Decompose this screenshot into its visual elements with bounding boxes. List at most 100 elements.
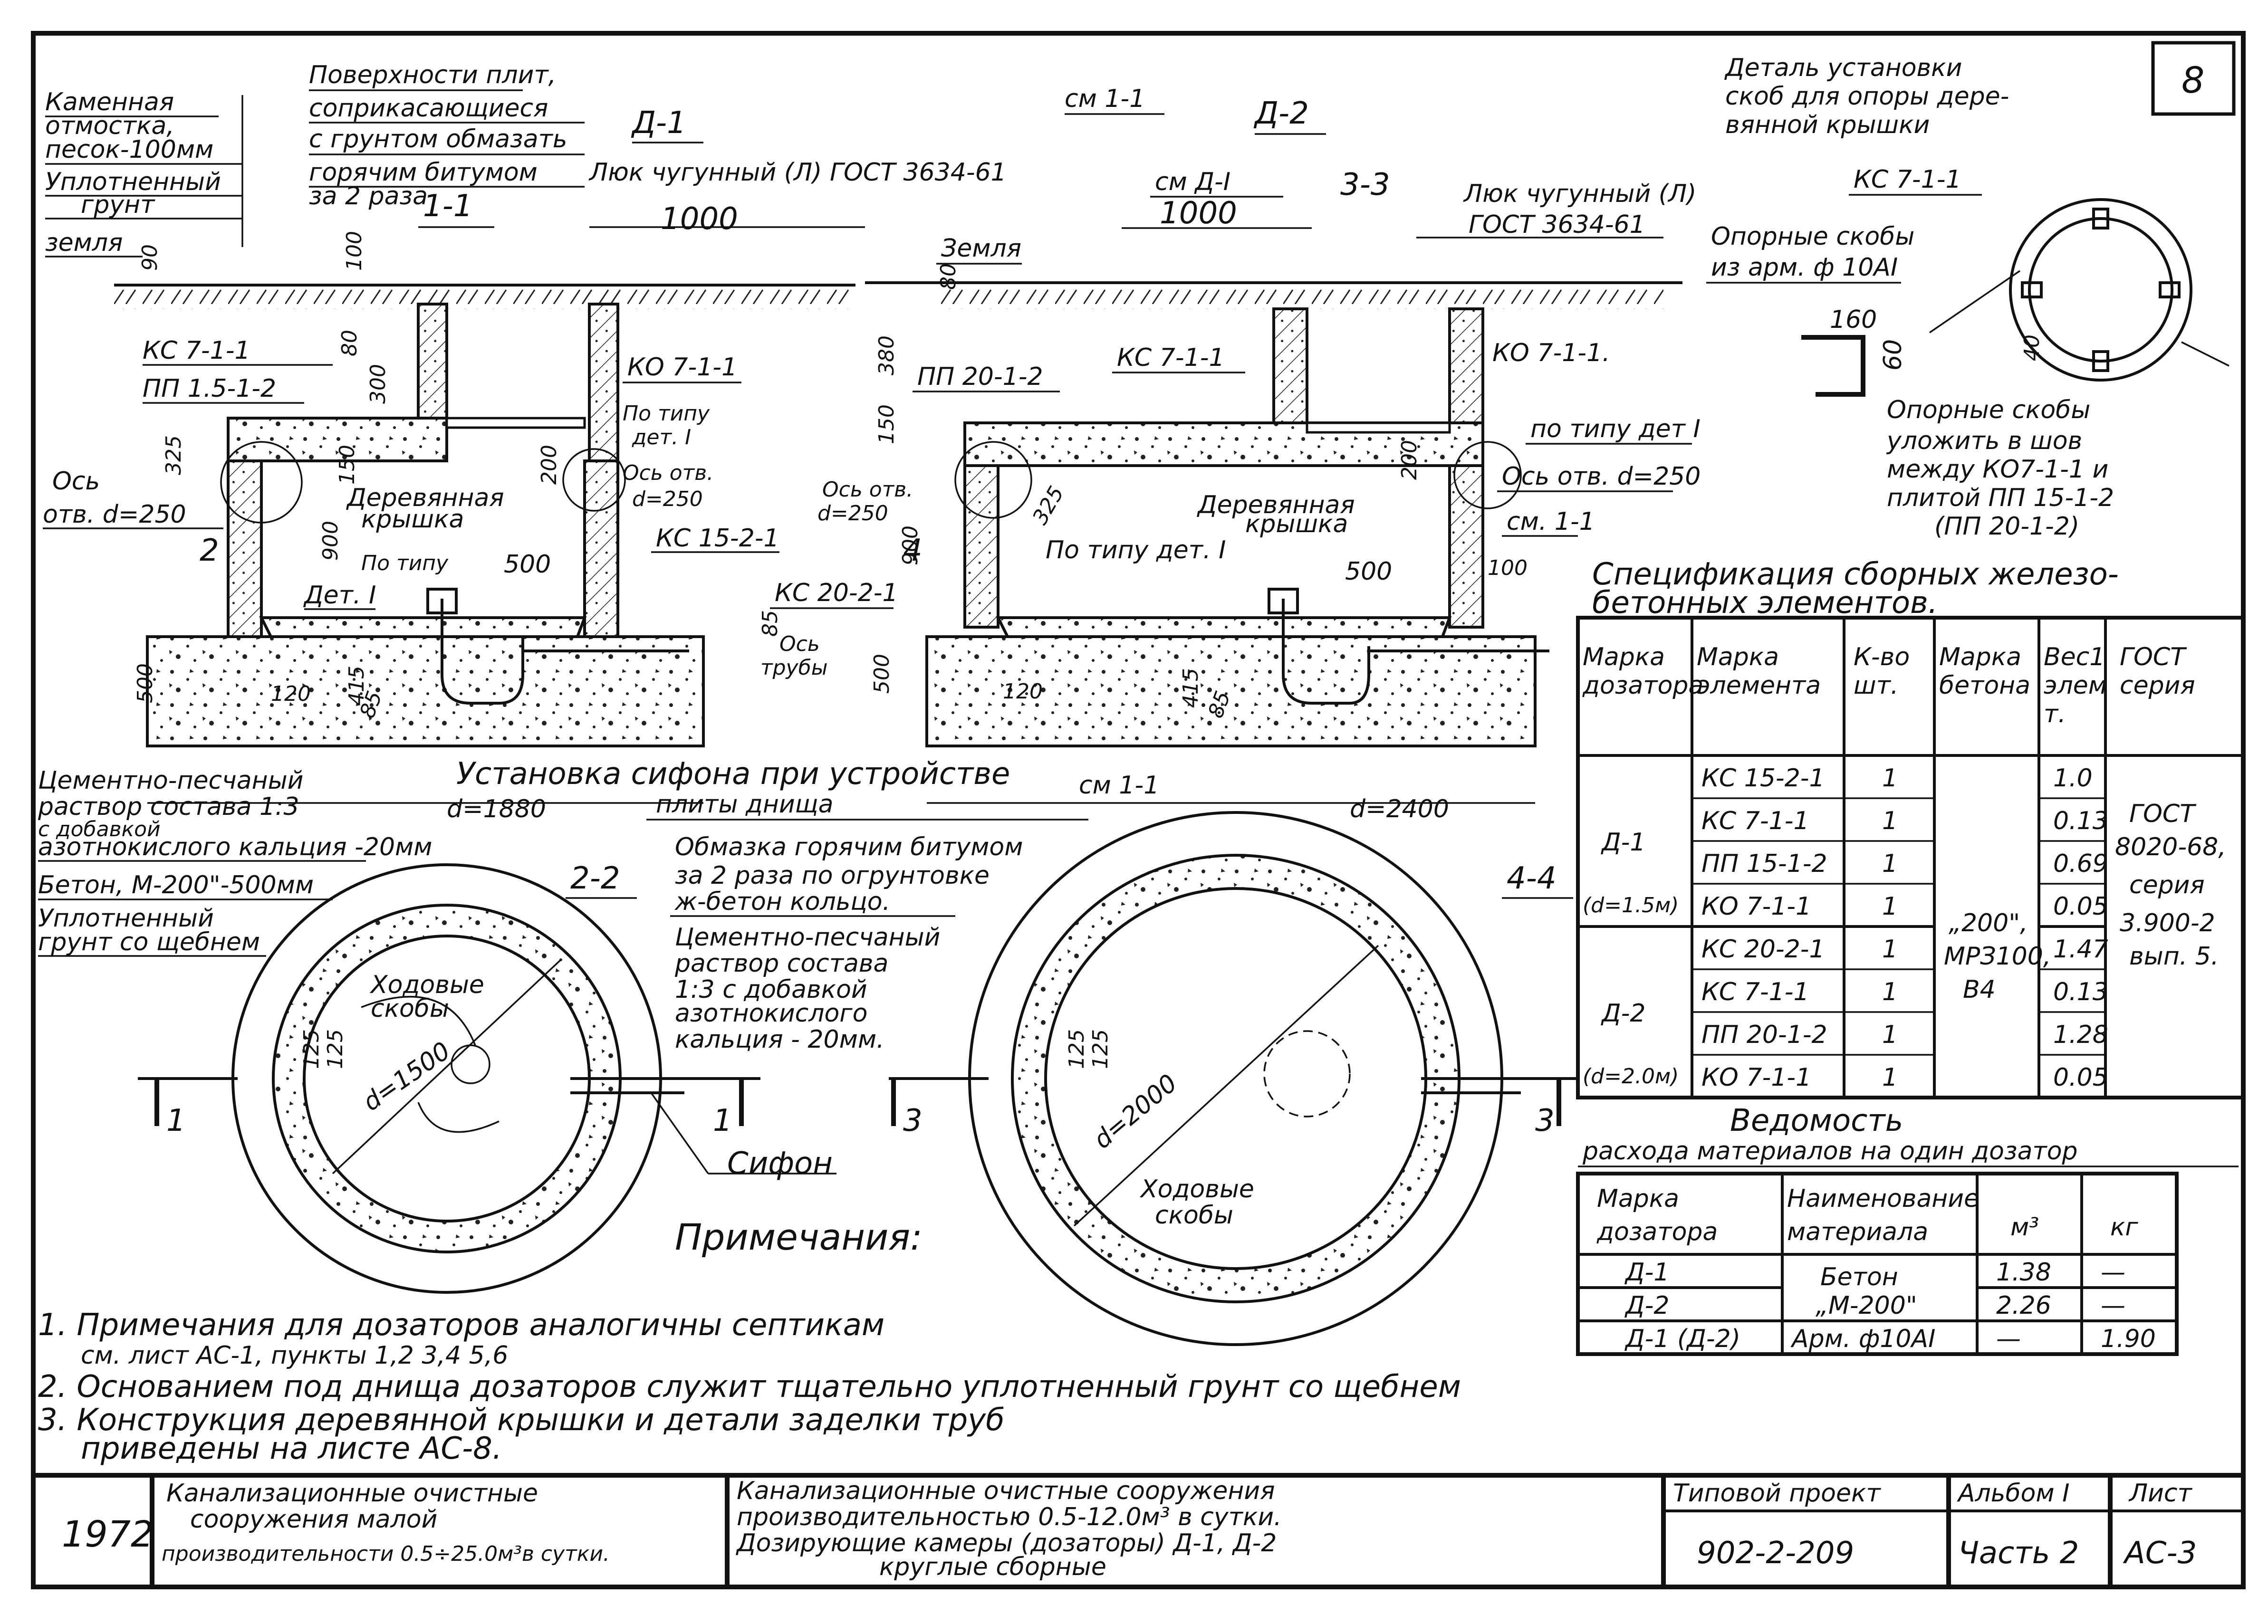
d1-dim-415: 415	[345, 666, 369, 706]
cement2-3: 1:3 с добавкой	[675, 975, 867, 1004]
plan-4-4: 4-4 Ходовые скобы 125 125 d=2000 3 3	[889, 811, 1578, 1346]
spec-weight: 0.05	[2053, 892, 2108, 921]
spec-weight: 0.13	[2053, 978, 2108, 1006]
cement-1: Цементно-песчаный	[38, 766, 303, 795]
tb-main-4: круглые сборные	[879, 1553, 1106, 1581]
plan44-title: 4-4	[1507, 861, 1557, 896]
sheet-number: 8	[2182, 59, 2204, 101]
gravel-1: Уплотненный	[38, 904, 214, 933]
mat-m3: —	[1996, 1325, 2021, 1353]
d1-dim-1000: 1000	[661, 201, 738, 237]
notes-title: Примечания:	[675, 1216, 923, 1258]
spec-header-cell: элемента	[1697, 671, 1821, 700]
spec-beton-3: В4	[1963, 975, 1996, 1004]
title-block: 1972 Канализационные очистные сооружения…	[33, 1473, 2243, 1587]
plan22-siphon: Сифон	[727, 1146, 833, 1181]
tb-main-1: Канализационные очистные сооружения	[737, 1477, 1275, 1505]
spec-qty: 1	[1882, 1063, 1898, 1092]
spec-weight: 0.69	[2053, 850, 2108, 878]
d2-dim-100: 100	[1488, 556, 1528, 580]
spec-element: КО 7-1-1	[1701, 892, 1811, 921]
spec-weight: 0.13	[2053, 807, 2108, 835]
siphon-install-2: плиты днища	[656, 790, 834, 819]
spec-title-1: Спецификация сборных железо-	[1592, 557, 2119, 592]
plan44-cut-left: 3	[903, 1103, 923, 1138]
d2-dim-150: 150	[875, 404, 899, 444]
spec-dozator-d: (d=1.5м)	[1583, 893, 1679, 917]
detail-place-2: уложить в шов	[1886, 427, 2082, 455]
spec-qty: 1	[1882, 850, 1898, 878]
spec-element: КС 7-1-1	[1701, 978, 1809, 1006]
spec-header-cell: элем	[2044, 671, 2107, 700]
mat-arm: Арм. ф10АI	[1790, 1325, 1935, 1353]
plan44-dim-125a: 125	[1065, 1029, 1089, 1069]
tb-type-value: 902-2-209	[1697, 1536, 1854, 1571]
tb-left-3: производительности 0.5÷25.0м³в сутки.	[162, 1542, 610, 1566]
note-3-b: приведены на листе АС-8.	[81, 1431, 502, 1466]
mat-dozator: Д-2	[1624, 1291, 1669, 1320]
spec-dozator-d: (d=2.0м)	[1583, 1064, 1679, 1089]
d1-po-tipu-1: По типу	[623, 401, 710, 426]
d1-ks1521: КС 15-2-1	[656, 524, 779, 553]
note-1-b: см. лист АС-1, пункты 1,2 3,4 5,6	[81, 1341, 508, 1370]
note-2: 2. Основанием под днища дозаторов служит…	[38, 1369, 1461, 1404]
d2-os-truby-1: Ось	[779, 632, 820, 656]
d1-dim-150: 150	[335, 445, 359, 485]
tb-album-value: Часть 2	[1958, 1536, 2079, 1571]
detail-dim-60: 60	[1879, 339, 1907, 371]
sheet-number-box	[2151, 41, 2236, 116]
d2-dim-500: 500	[1345, 557, 1392, 586]
d1-dim-300: 300	[366, 364, 390, 404]
d1-dim-900: 900	[318, 521, 343, 561]
d2-ks2021: КС 20-2-1	[775, 579, 898, 607]
paving-line-1: Каменная	[45, 88, 174, 116]
d1-wood-2: крышка	[361, 505, 464, 534]
coat-line-1: Поверхности плит,	[309, 61, 556, 89]
spec-header-cell: Марка	[1583, 643, 1665, 671]
mat-dozator: Д-1	[1624, 1258, 1669, 1287]
bitumen-2: за 2 раза по огрунтовке	[675, 861, 990, 890]
materials-title-1: Ведомость	[1730, 1103, 1903, 1138]
paving-line-3: песок-100мм	[45, 135, 213, 164]
spec-qty: 1	[1882, 1021, 1898, 1049]
section-d2: см 1-1 Д-2 см Д-I 3-3 Люк чугунный (Л) Г…	[758, 85, 1701, 823]
compacted-line-1: Уплотненный	[45, 168, 221, 196]
d1-ks711: КС 7-1-1	[143, 336, 250, 365]
spec-header-cell: шт.	[1854, 671, 1898, 700]
d2-ks711: КС 7-1-1	[1117, 344, 1225, 372]
coat-line-3: с грунтом обмазать	[309, 125, 567, 153]
spec-header-cell: серия	[2120, 671, 2195, 700]
notes: Примечания: 1. Примечания для дозаторов …	[38, 1216, 1461, 1466]
tb-left-1: Канализационные очистные	[166, 1479, 538, 1508]
plan44-cut-right: 3	[1535, 1103, 1555, 1138]
d1-det1: Дет. I	[303, 581, 376, 610]
note-1-a: 1. Примечания для дозаторов аналогичны с…	[38, 1308, 884, 1343]
spec-qty: 1	[1882, 978, 1898, 1006]
compacted-line-2: грунт	[81, 191, 155, 219]
detail-place-5: (ПП 20-1-2)	[1934, 512, 2079, 541]
d2-dim-380: 380	[875, 335, 899, 375]
d2-wood-1: Деревянная	[1197, 491, 1355, 519]
spec-header-cell: бетона	[1939, 671, 2030, 700]
mat-header-cell: дозатора	[1596, 1218, 1718, 1246]
detail-brackets-1: Опорные скобы	[1711, 222, 1914, 251]
plan44-ladder-1: Ходовые	[1139, 1175, 1254, 1204]
spec-element: КО 7-1-1	[1701, 1063, 1811, 1092]
mid-notes: Цементно-песчаный раствор состава 1:3 с …	[38, 756, 1088, 1054]
d2-dim-415: 415	[1179, 668, 1203, 708]
d2-dim-325: 325	[1028, 482, 1069, 529]
mat-header-cell: Наименование	[1787, 1185, 1979, 1213]
spec-header-cell: Марка	[1939, 643, 2021, 671]
spec-weight: 1.47	[2053, 935, 2108, 964]
mat-m3: 1.38	[1996, 1258, 2051, 1287]
d2-dim-120: 120	[1003, 679, 1043, 704]
detail-place-4: плитой ПП 15-1-2	[1887, 484, 2114, 512]
d1-dim-d1880: d=1880	[447, 795, 546, 823]
d2-sm11-bottom: см 1-1	[1079, 771, 1159, 800]
spec-header-cell: К-во	[1854, 643, 1910, 671]
d1-os-left-2: отв. d=250	[43, 500, 186, 529]
detail-brackets: Деталь установки скоб для опоры дере- вя…	[1706, 54, 2230, 541]
d2-dim-500v: 500	[870, 654, 894, 694]
d1-ko711: КО 7-1-1	[627, 353, 737, 382]
